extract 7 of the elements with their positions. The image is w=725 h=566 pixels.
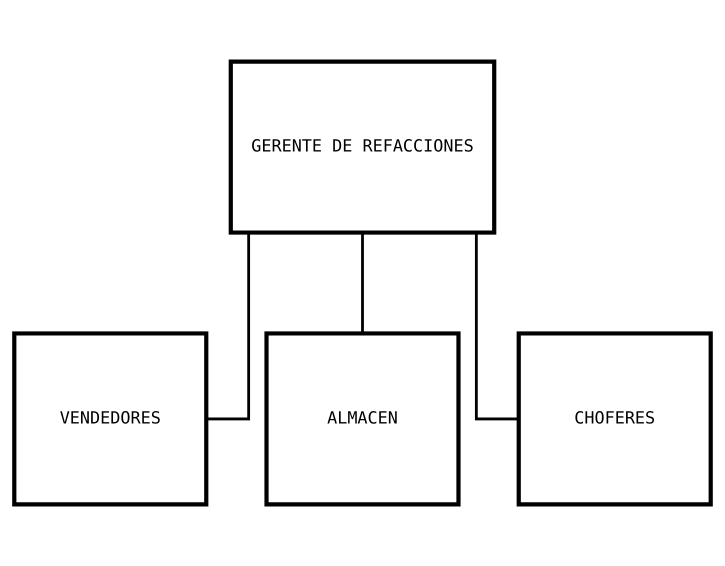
connector (361, 232, 364, 334)
node-box: CHOFERES (516, 331, 713, 506)
connector (206, 232, 250, 420)
node-box: GERENTE DE REFACCIONES (228, 60, 496, 235)
node-box: ALMACEN (264, 331, 461, 506)
node-box: VENDEDORES (12, 331, 208, 506)
connector (474, 232, 519, 420)
